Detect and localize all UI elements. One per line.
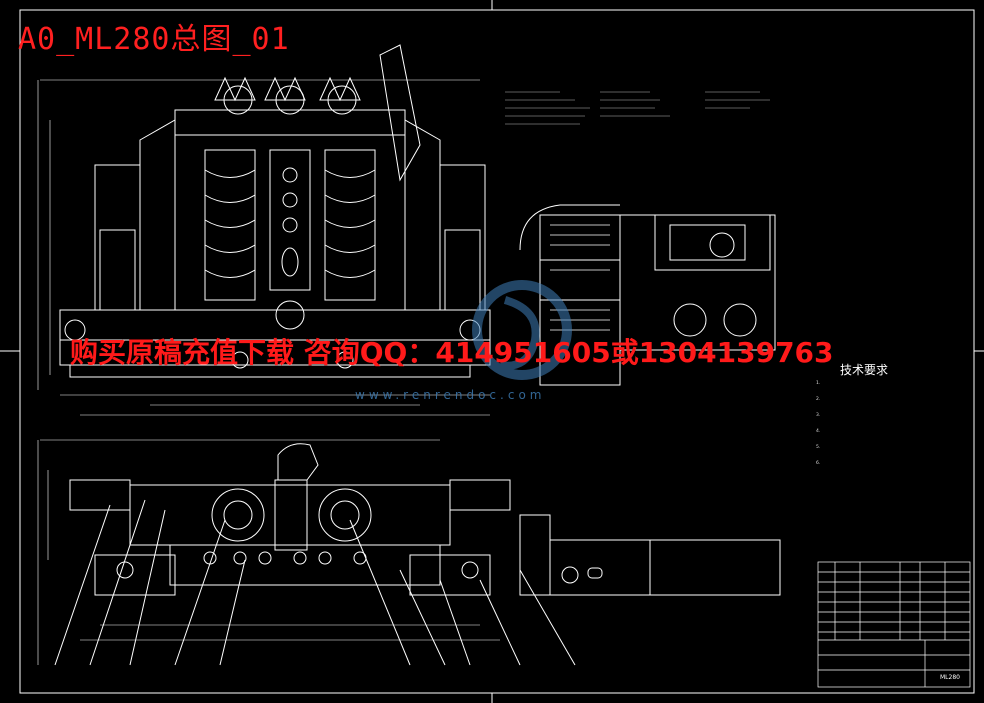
watermark-site: www.renrendoc.com — [355, 388, 546, 402]
tech-requirements-notes: 1. 2. 3. 4. 5. 6. — [816, 380, 958, 476]
logo-watermark — [472, 280, 572, 380]
notes-block — [505, 91, 770, 125]
title-block-code: ML280 — [940, 674, 960, 681]
side-view — [519, 204, 776, 386]
tech-note: 4. — [816, 429, 821, 434]
tech-requirements-title: 技术要求 — [840, 363, 889, 377]
plan-view — [37, 439, 781, 666]
title-block — [817, 561, 971, 688]
tech-note: 6. — [816, 461, 821, 466]
tech-note: 2. — [816, 397, 821, 402]
watermark-title: A0_ML280总图_01 — [18, 22, 290, 57]
tech-note: 5. — [816, 445, 821, 450]
front-view — [37, 44, 491, 416]
tech-note: 1. — [816, 381, 821, 386]
tech-note: 3. — [816, 413, 821, 418]
watermark-purchase: 购买原稿充值下载 咨询QQ：414951605或1304139763 — [70, 336, 834, 369]
